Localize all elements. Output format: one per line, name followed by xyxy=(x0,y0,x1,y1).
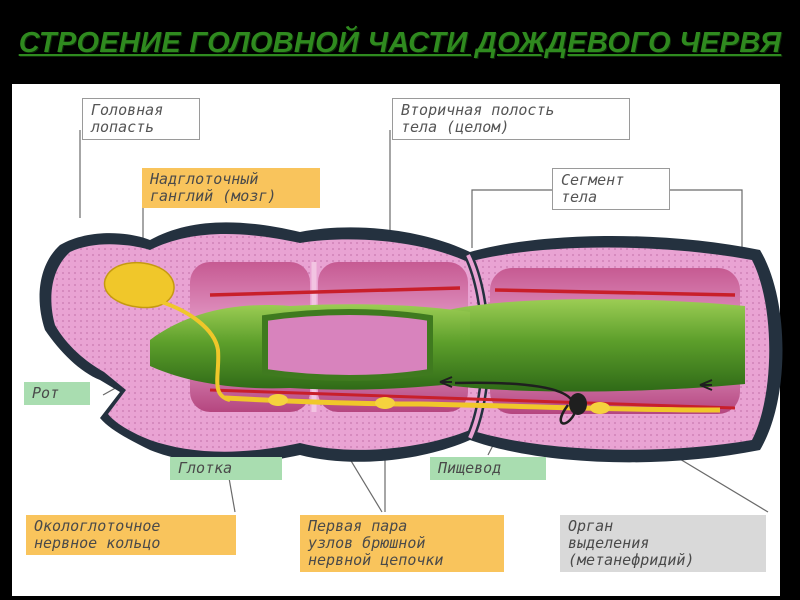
nerve-supraoesophageal xyxy=(103,261,175,309)
vessel-ventral xyxy=(209,388,736,410)
worm-body xyxy=(39,222,783,464)
label-excretory-organ: Орган выделения (метанефридий) xyxy=(560,515,766,572)
vessel-dorsal-2 xyxy=(494,288,736,297)
oesophagus xyxy=(440,299,745,392)
vessel-dorsal-1 xyxy=(209,286,461,297)
label-body-segment: Сегмент тела xyxy=(552,168,670,210)
slide-title: СТРОЕНИЕ ГОЛОВНОЙ ЧАСТИ ДОЖДЕВОГО ЧЕРВЯ xyxy=(18,27,782,59)
nerve-ring xyxy=(154,298,231,402)
label-pharynx: Глотка xyxy=(170,457,282,480)
label-head-lobe: Головная лопасть xyxy=(82,98,200,140)
label-ventral-cord-nodes: Первая пара узлов брюшной нервной цепочк… xyxy=(300,515,504,572)
label-supraoesophageal-ganglion: Надглоточный ганглий (мозг) xyxy=(142,168,320,208)
label-oesophagus: Пищевод xyxy=(430,457,546,480)
ventral-nerve-cord xyxy=(224,395,721,413)
label-secondary-cavity: Вторичная полость тела (целом) xyxy=(392,98,630,140)
label-mouth: Рот xyxy=(24,382,90,405)
label-nerve-ring: Окологлоточное нервное кольцо xyxy=(26,515,236,555)
